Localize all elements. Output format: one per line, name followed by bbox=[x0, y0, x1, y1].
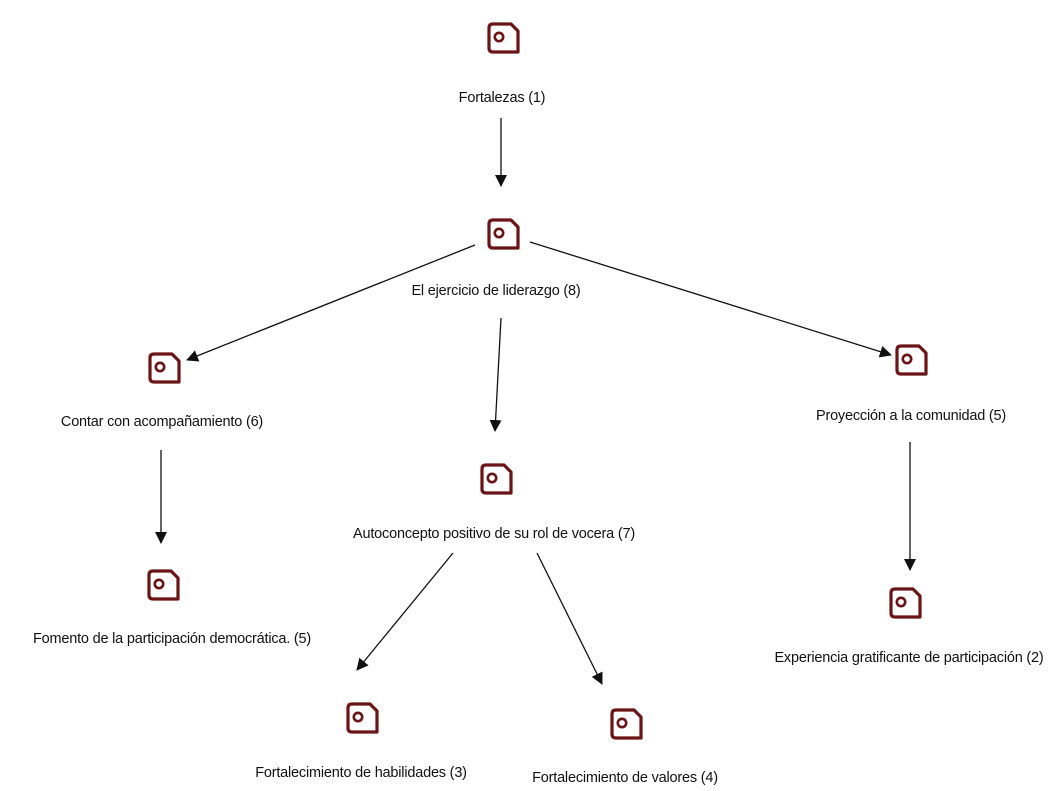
code-document-icon bbox=[895, 344, 928, 376]
node-label: Fortalecimiento de habilidades (3) bbox=[255, 765, 467, 781]
node-label: Contar con acompañamiento (6) bbox=[60, 414, 264, 430]
node-label: El ejercicio de liderazgo (8) bbox=[411, 283, 581, 299]
node-label: Experiencia gratificante de participació… bbox=[774, 650, 1044, 666]
node-label: Fortalecimiento de valores (4) bbox=[532, 770, 718, 786]
code-document-icon bbox=[889, 587, 922, 619]
edge-autoconcepto-to-habilidades bbox=[356, 552, 454, 671]
code-document-icon bbox=[610, 708, 643, 740]
code-document-icon bbox=[148, 352, 181, 384]
node-label: Autoconcepto positivo de su rol de vocer… bbox=[353, 526, 635, 542]
edge-liderazgo-to-proyeccion bbox=[529, 241, 892, 358]
code-document-icon bbox=[487, 218, 520, 250]
code-document-icon bbox=[346, 702, 379, 734]
edge-autoconcepto-to-valores bbox=[536, 552, 603, 685]
code-document-icon bbox=[487, 22, 520, 54]
edge-liderazgo-to-acompanamiento bbox=[186, 244, 476, 362]
code-document-icon bbox=[480, 463, 513, 495]
edge-liderazgo-to-autoconcepto bbox=[489, 317, 502, 432]
node-label: Proyección a la comunidad (5) bbox=[815, 408, 1007, 424]
node-label: Fortalezas (1) bbox=[458, 90, 546, 106]
code-document-icon bbox=[147, 569, 180, 601]
node-label: Fomento de la participación democrática.… bbox=[32, 631, 312, 647]
